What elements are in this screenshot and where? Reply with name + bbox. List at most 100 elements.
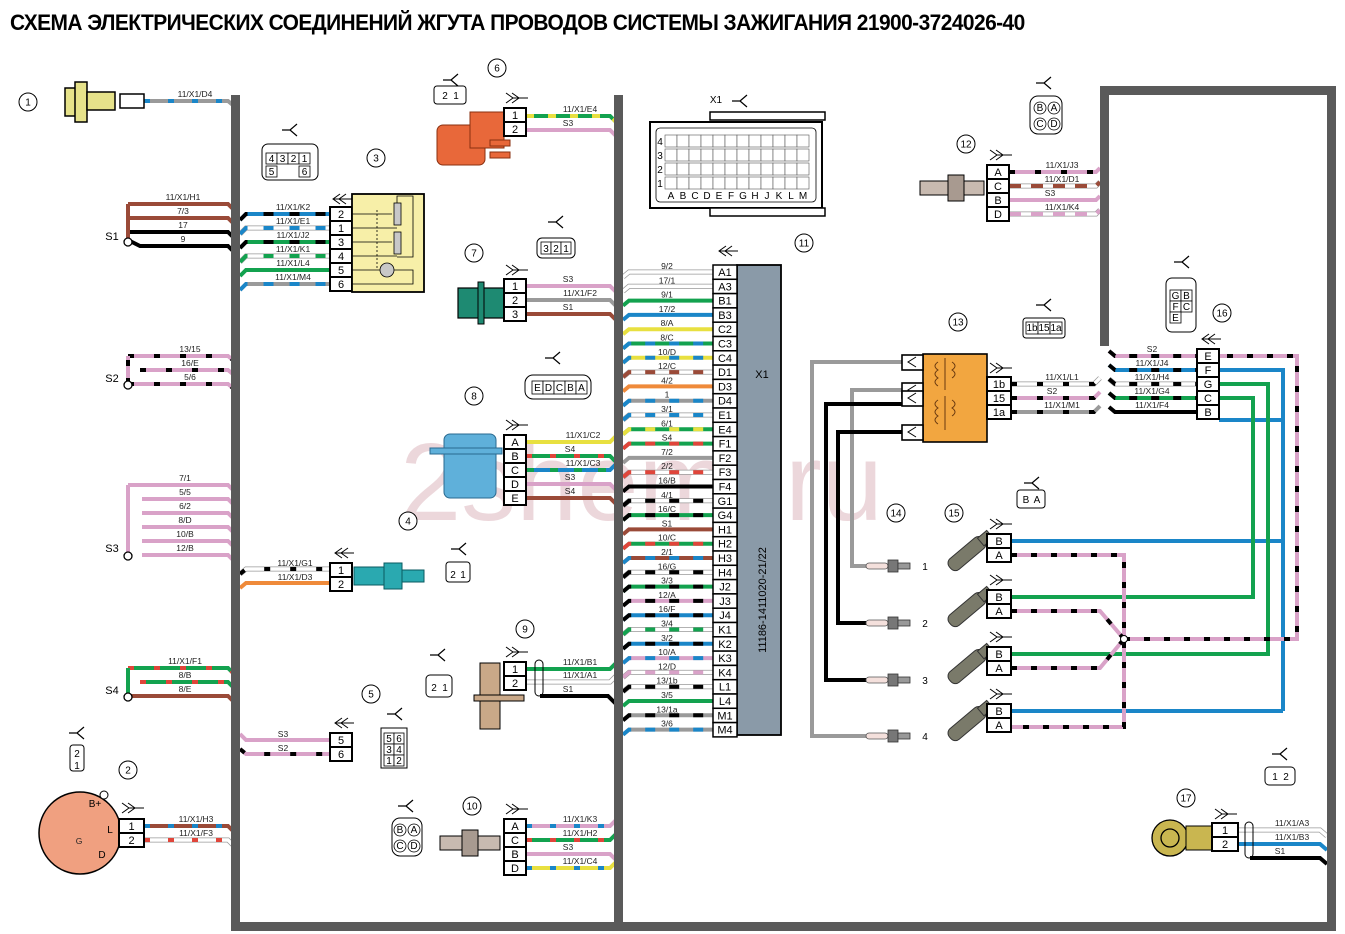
phase-sensor-plug <box>119 93 145 109</box>
c8-pin-label: E <box>511 493 518 505</box>
wire-label-c16: S2 <box>1147 344 1158 354</box>
wire-label-s3: 5/5 <box>179 487 191 497</box>
x1-pin-label: F3 <box>719 467 732 479</box>
wire-label-x1: 1 <box>665 390 670 400</box>
splice-s4-label: S4 <box>105 685 118 697</box>
c15-3-pin-cell <box>986 660 1012 676</box>
wire-label-c9: 11/X1/A1 <box>563 670 598 680</box>
wire-c10-k3-stripe <box>526 818 618 828</box>
c12-face-label: C <box>1036 119 1043 130</box>
wire-label-x1: 3/5 <box>661 690 673 700</box>
wire-x1-K1-stripe <box>621 627 713 637</box>
wire-x1-C4-stripe <box>621 355 713 365</box>
c5-pin-label: 6 <box>338 749 344 761</box>
wire-x1-B3 <box>621 312 713 322</box>
c5-fork-icon <box>387 707 403 721</box>
wire-s3-5 <box>142 553 236 563</box>
wire-label-c9: S1 <box>563 684 574 694</box>
wire-label-c6: S3 <box>563 118 574 128</box>
c5-face-label: 4 <box>396 745 402 756</box>
wire-label-c4: 11/X1/D3 <box>278 572 313 582</box>
wire-label-c16: 11/X1/G4 <box>1134 386 1170 396</box>
x1-pin-label: K4 <box>718 667 731 679</box>
c15-4-connector-symbol <box>989 688 1012 700</box>
wire-c3-5-stripe <box>238 282 330 292</box>
x1-face-cell <box>664 176 678 190</box>
x1-pin-label: H1 <box>718 524 732 536</box>
c6-face-housing <box>433 85 467 105</box>
x1-face-cell <box>760 134 774 148</box>
c17-face-label: 1 <box>1272 772 1278 783</box>
wire-x1-F3-stripe <box>621 470 713 479</box>
component-13-number: 13 <box>952 318 964 329</box>
wire-label-c3: 11/X1/K1 <box>276 244 311 254</box>
wire-x1-G4-stripe <box>621 513 713 522</box>
wire-label-c6: 11/X1/E4 <box>563 104 598 114</box>
x1-fork-icon <box>732 94 748 108</box>
c7-pin-label: 1 <box>512 281 518 293</box>
wire-label-c3: 11/X1/L4 <box>276 258 310 268</box>
components-layer: 111/X1/D411/X1/H17/3179S113/1516/E5/6S27… <box>18 58 1309 876</box>
component-12-number: 12 <box>960 140 972 151</box>
wire-label-x1: 16/F <box>658 604 675 614</box>
component-3-circle <box>366 148 386 168</box>
wire-label-s1: 11/X1/H1 <box>166 192 201 202</box>
wire-c2-h3-stripe <box>144 824 236 834</box>
x1-pin-label: G4 <box>718 510 733 522</box>
component-1-circle <box>18 92 38 112</box>
x1-face-col-label: C <box>691 191 698 202</box>
x1-face-cell <box>700 134 714 148</box>
wire-s4-1-stripe <box>140 680 236 690</box>
wire-label-s3: 12/B <box>176 543 194 553</box>
c16-pin-label: G <box>1204 379 1213 391</box>
wire-label-c4: 11/X1/G1 <box>277 558 313 568</box>
crank-sensor-mount <box>473 694 525 702</box>
c15-4-pin-label: A <box>995 720 1003 732</box>
x1-face-cell <box>724 134 738 148</box>
component-8-circle <box>464 386 484 406</box>
wire-x1-E4-stripe <box>621 427 713 436</box>
wire-c10-c4-stripe <box>526 860 618 870</box>
hv-terminal-icon <box>907 392 917 404</box>
splice-s3-label: S3 <box>105 543 118 555</box>
c8-connector-symbol <box>505 419 528 431</box>
wire-label-c12: 11/X1/K4 <box>1045 202 1080 212</box>
c4-pin-label: 1 <box>338 565 344 577</box>
component-14-number: 14 <box>890 509 902 520</box>
x1-pin-label: D4 <box>718 396 732 408</box>
right-bundle-right <box>1327 86 1336 931</box>
maf-sensor-flange <box>429 447 503 455</box>
x1-pin-label: J4 <box>719 610 731 622</box>
splice-s3-node <box>123 551 133 561</box>
wire-x1-D4-stripe <box>621 398 713 408</box>
c10-face-label: D <box>410 841 417 852</box>
x1-face-cell <box>748 148 762 162</box>
x1-pin-label: F4 <box>719 482 732 494</box>
c3-face-cell <box>298 165 311 178</box>
phase-sensor-stem <box>86 91 116 111</box>
c5-face-label: 6 <box>396 734 402 745</box>
x1-face-cell <box>712 148 726 162</box>
wire-inj3-b <box>1011 382 1270 656</box>
wire-label-c10: S3 <box>563 842 574 852</box>
wire-x1-M1-stripe <box>621 713 713 722</box>
wire-x1-F2 <box>621 455 713 465</box>
c4-face-label: 1 <box>460 570 466 581</box>
c9-fork-icon <box>430 648 446 662</box>
wire-label-s3: 8/D <box>178 515 191 525</box>
right-bundle-top <box>1100 86 1336 95</box>
spark-plug-hex <box>887 673 899 687</box>
c16-face-cell <box>1169 311 1182 324</box>
component-1-number: 1 <box>25 98 31 109</box>
component-14-circle <box>886 503 906 523</box>
wire-label-c7: S1 <box>563 302 574 312</box>
x1-face-cell <box>664 134 678 148</box>
wire-label-x1: 9/1 <box>661 290 673 300</box>
x1-face-cell <box>796 148 810 162</box>
wire-x1-K2-stripe <box>621 641 713 651</box>
x1-face-cell <box>712 162 726 176</box>
c15-1-pin-cell <box>986 547 1012 563</box>
c9-shield-icon <box>534 659 544 697</box>
wire-c2-f3-stripe <box>144 838 236 848</box>
wire-c16-2-stripe <box>1107 377 1197 386</box>
